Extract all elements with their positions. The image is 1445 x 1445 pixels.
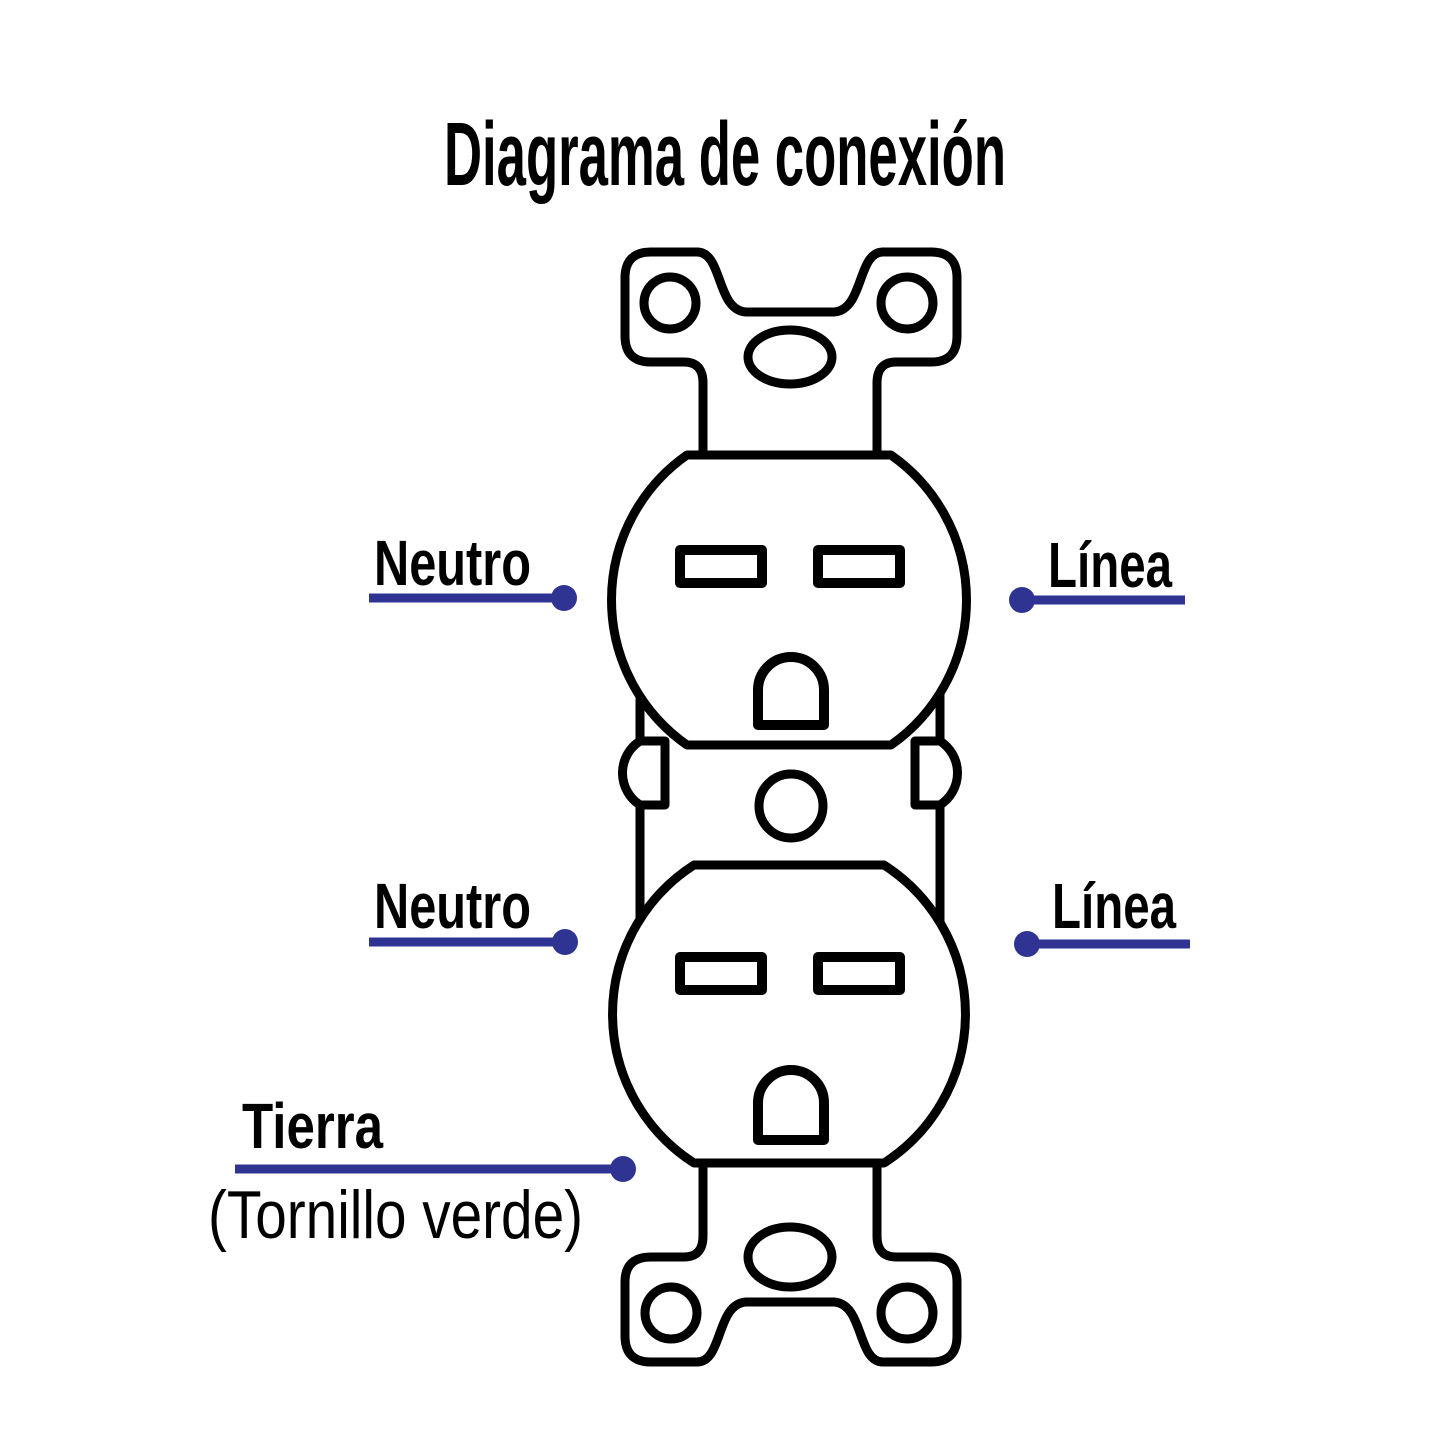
- neutral-terminal-screw-left: [618, 736, 670, 810]
- tierra-callout: Tierra (Tornillo verde): [208, 1090, 636, 1253]
- neutro-top-label: Neutro: [374, 527, 531, 599]
- top-neutral-slot: [675, 545, 767, 588]
- top-ground-hole: [753, 652, 829, 730]
- center-mounting-screw-hole: [754, 769, 828, 843]
- line-terminal-screw-right: [910, 736, 962, 810]
- top-strap-screw-hole-left: [639, 272, 701, 334]
- bottom-neutral-slot: [675, 952, 767, 995]
- neutro-top-callout: Neutro: [369, 527, 577, 611]
- tierra-note: (Tornillo verde): [208, 1177, 583, 1253]
- top-strap-screw-hole-right: [876, 272, 938, 334]
- bottom-line-slot: [813, 952, 905, 995]
- neutro-top-leader-dot: [551, 585, 577, 611]
- bottom-ground-hole: [753, 1065, 829, 1145]
- tierra-label: Tierra: [242, 1090, 383, 1162]
- bottom-receptacle-face: [608, 860, 970, 1168]
- top-receptacle-face: [607, 450, 971, 750]
- neutro-bottom-leader-dot: [552, 929, 578, 955]
- linea-top-leader-dot: [1009, 587, 1035, 613]
- linea-top-label: Línea: [1048, 529, 1172, 601]
- linea-bottom-callout: Línea: [1014, 870, 1190, 957]
- linea-bottom-leader-dot: [1014, 931, 1040, 957]
- top-line-slot: [813, 545, 905, 588]
- tierra-leader-dot: [610, 1156, 636, 1182]
- neutro-bottom-callout: Neutro: [369, 870, 578, 955]
- bottom-strap-screw-hole-right: [876, 1282, 938, 1344]
- linea-bottom-label: Línea: [1052, 870, 1176, 942]
- page-title: Diagrama de conexión: [444, 105, 1006, 205]
- top-strap-oval-slot: [743, 325, 837, 389]
- bottom-strap-screw-hole-left: [640, 1282, 702, 1344]
- bottom-strap-oval-slot: [743, 1222, 837, 1292]
- neutro-bottom-label: Neutro: [374, 870, 531, 942]
- linea-top-callout: Línea: [1009, 529, 1185, 613]
